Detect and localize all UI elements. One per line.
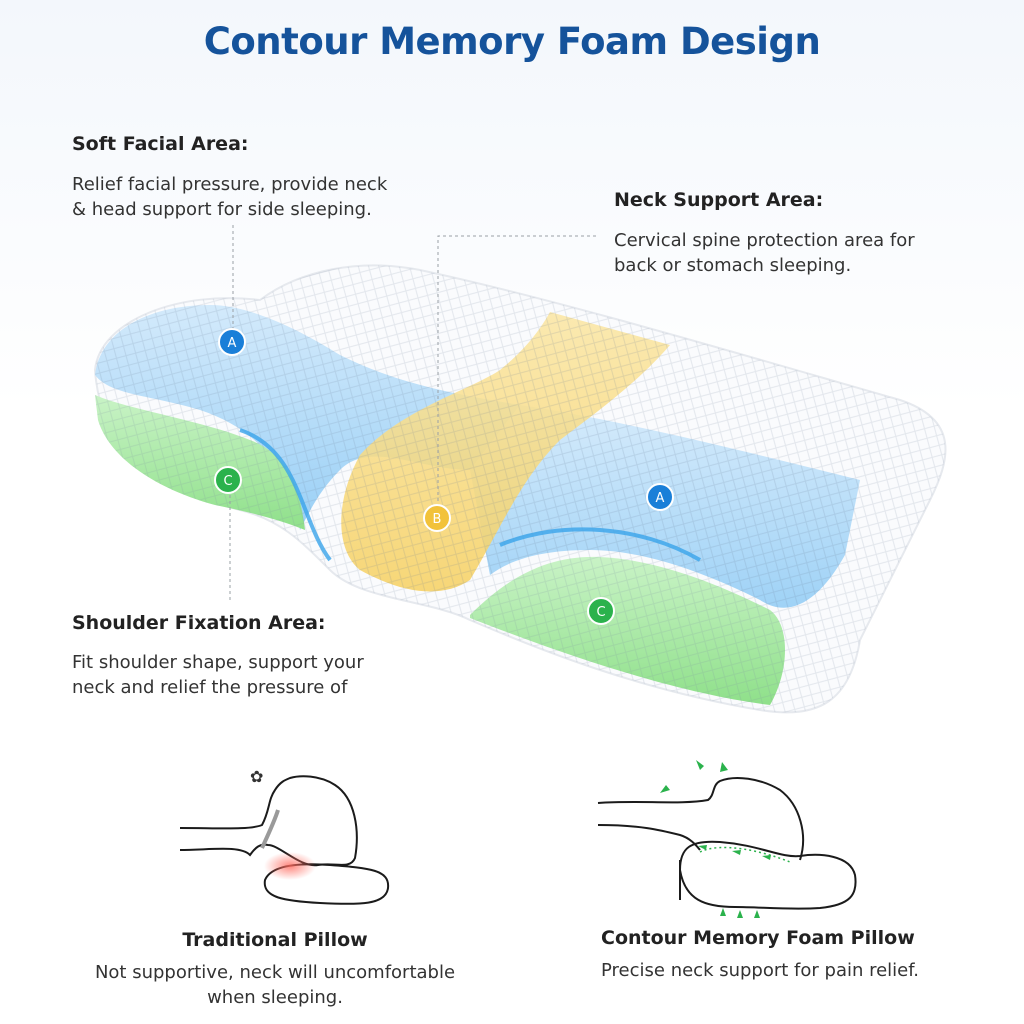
badge-a-right: A xyxy=(646,483,674,511)
page-title: Contour Memory Foam Design xyxy=(203,20,821,63)
soft-facial-line-2: & head support for side sleeping. xyxy=(72,199,372,220)
shoulder-fixation-line-1: Fit shoulder shape, support your xyxy=(72,652,364,673)
traditional-pillow-description: Not supportive, neck will uncomfortable … xyxy=(60,960,490,1010)
pressure-point-icon xyxy=(264,852,316,880)
traditional-pillow-title: Traditional Pillow xyxy=(182,929,368,951)
badge-c-left: C xyxy=(214,466,242,494)
svg-text:C: C xyxy=(596,605,605,620)
soft-facial-heading: Soft Facial Area: xyxy=(72,133,249,155)
traditional-line-2: when sleeping. xyxy=(207,987,343,1008)
contour-pillow-title: Contour Memory Foam Pillow xyxy=(601,927,915,949)
traditional-pillow-sketch xyxy=(179,775,390,905)
badge-c-right: C xyxy=(587,597,615,625)
svg-text:A: A xyxy=(656,491,665,506)
soft-facial-description: Relief facial pressure, provide neck & h… xyxy=(72,172,387,222)
neck-support-description: Cervical spine protection area for back … xyxy=(614,228,915,278)
neck-support-heading: Neck Support Area: xyxy=(614,189,824,211)
soft-facial-line-1: Relief facial pressure, provide neck xyxy=(72,174,388,195)
svg-text:C: C xyxy=(223,474,232,489)
contour-pillow-description: Precise neck support for pain relief. xyxy=(601,958,919,983)
svg-text:B: B xyxy=(433,512,442,527)
airflow-icon xyxy=(660,760,771,918)
traditional-line-1: Not supportive, neck will uncomfortable xyxy=(94,962,456,983)
contour-pillow-sketch xyxy=(597,777,857,910)
shoulder-fixation-description: Fit shoulder shape, support your neck an… xyxy=(72,650,364,700)
shoulder-fixation-heading: Shoulder Fixation Area: xyxy=(72,612,326,634)
svg-text:A: A xyxy=(228,336,237,351)
shoulder-fixation-line-2: neck and relief the pressure of xyxy=(72,677,348,698)
neck-support-line-2: back or stomach sleeping. xyxy=(614,255,852,276)
badge-a-left: A xyxy=(218,328,246,356)
neck-support-line-1: Cervical spine protection area for xyxy=(614,230,915,251)
discomfort-icon: ✿ xyxy=(250,767,263,786)
contour-line-1: Precise neck support for pain relief. xyxy=(601,960,920,981)
leader-neck-support xyxy=(437,235,596,505)
badge-b: B xyxy=(423,504,451,532)
